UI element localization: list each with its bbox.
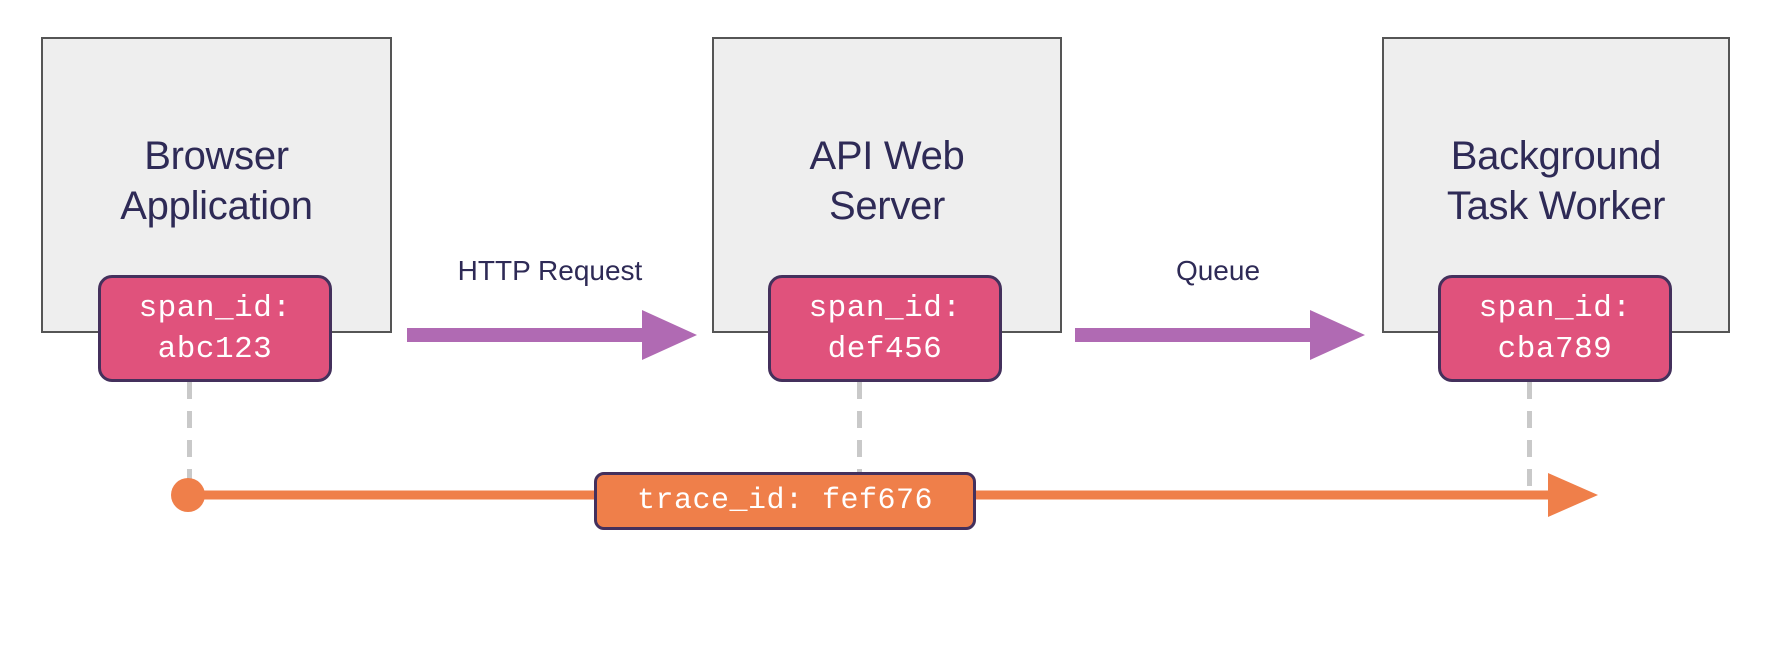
dashed-connector-browser bbox=[187, 382, 192, 495]
flow-label-http-request: HTTP Request bbox=[457, 255, 643, 286]
dashed-connector-api bbox=[857, 382, 862, 495]
span-id-pill-api[interactable]: span_id: def456 bbox=[768, 275, 1002, 382]
span-id-pill-api-text: span_id: def456 bbox=[808, 290, 962, 367]
service-label-api: API Web Server bbox=[809, 134, 965, 228]
dot-marker bbox=[171, 478, 205, 512]
trace-id-pill-text: trace_id: fef676 bbox=[636, 484, 934, 518]
arrow-right-icon bbox=[1548, 473, 1598, 517]
trace-id-pill[interactable]: trace_id: fef676 bbox=[594, 472, 976, 530]
span-id-pill-worker-text: span_id: cba789 bbox=[1478, 290, 1632, 367]
dashed-connector-worker bbox=[1527, 382, 1532, 495]
span-id-pill-worker[interactable]: span_id: cba789 bbox=[1438, 275, 1672, 382]
arrow-right-icon bbox=[407, 310, 697, 360]
arrow-right-icon bbox=[1075, 310, 1365, 360]
flow-arrow-http-request bbox=[407, 310, 697, 360]
service-label-worker: Background Task Worker bbox=[1446, 134, 1666, 228]
service-label-browser: Browser Application bbox=[120, 134, 313, 228]
flow-label-queue: Queue bbox=[1175, 255, 1261, 286]
span-id-pill-browser-text: span_id: abc123 bbox=[138, 290, 292, 367]
flow-arrow-queue bbox=[1075, 310, 1365, 360]
span-id-pill-browser[interactable]: span_id: abc123 bbox=[98, 275, 332, 382]
